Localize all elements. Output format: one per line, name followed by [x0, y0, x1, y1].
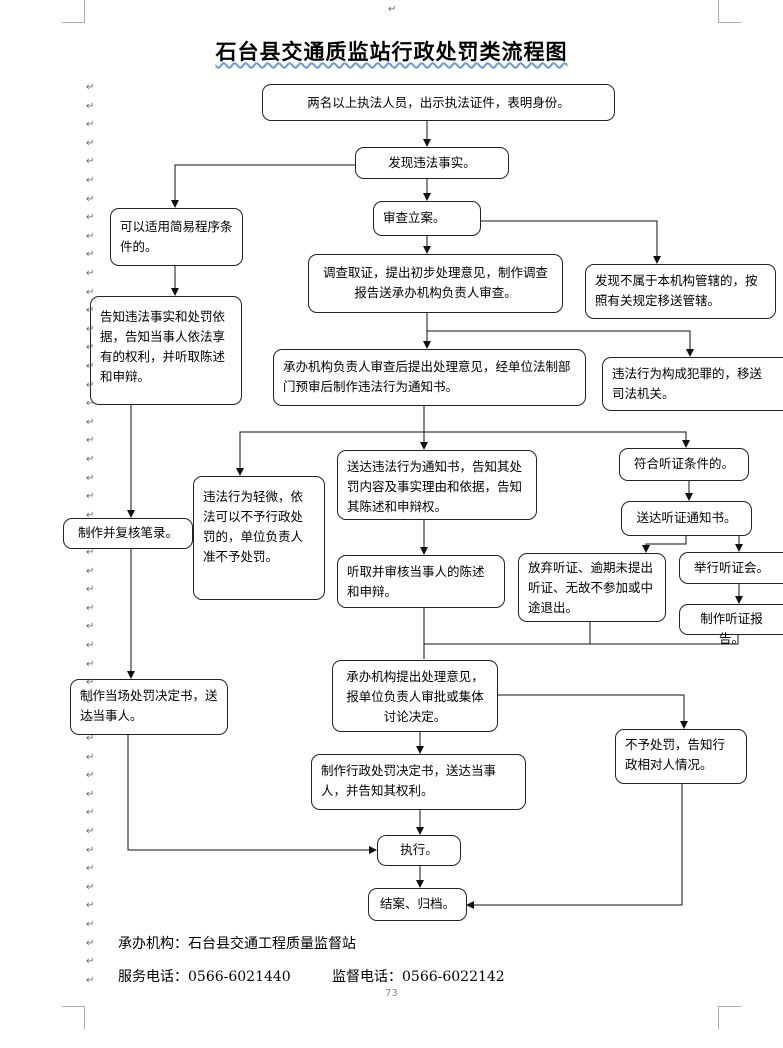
paragraph-mark: ↵: [86, 156, 95, 167]
paragraph-mark: ↵: [86, 268, 95, 279]
step-make-notice: 承办机构负责人审查后提出处理意见，经单位法制部门预审后制作违法行为通知书。: [273, 349, 586, 406]
step-review-filing: 审查立案。: [373, 201, 481, 236]
arrow-b20-b23: [127, 735, 377, 854]
footer-supervise-phone: 监督电话：0566-6022142: [332, 969, 505, 985]
paragraph-mark: ↵: [86, 770, 95, 781]
step-propose-decision: 承办机构提出处理意见，报单位负责人审批或集体讨论决定。: [332, 660, 498, 732]
paragraph-mark: ↵: [86, 194, 95, 205]
line-b15-merge: [424, 622, 591, 645]
paragraph-mark: ↵: [86, 361, 95, 372]
step-simple-procedure: 可以适用简易程序条件的。: [110, 208, 243, 266]
arrow-b8-b12: [424, 431, 690, 448]
crop-mark-bottom-left: [62, 1006, 85, 1029]
paragraph-mark: ↵: [86, 175, 95, 186]
paragraph-mark: ↵: [86, 212, 95, 223]
step-transfer-jurisdiction: 发现不属于本机构管辖的，按照有关规定移送管辖。: [585, 264, 776, 319]
footer-org: 承办机构：石台县交通工程质量监督站: [118, 936, 356, 952]
paragraph-mark: ↵: [86, 435, 95, 446]
paragraph-mark: ↵: [86, 603, 95, 614]
arrow-b21-b24: [466, 784, 683, 909]
crop-mark-top-left: [62, 0, 85, 23]
paragraph-mark: ↵: [86, 733, 95, 744]
paragraph-mark: ↵: [86, 547, 95, 558]
step-inform-rights: 告知违法事实和处罚依据，告知当事人依法享有的权利，并听取陈述和申辩。: [90, 296, 242, 405]
arrow-b4-b6: [481, 220, 661, 264]
step-no-penalty-inform: 不予处罚，告知行政相对人情况。: [615, 729, 747, 784]
paragraph-mark: ↵: [86, 510, 95, 521]
step-record-review: 制作并复核笔录。: [63, 518, 193, 549]
step-close-archive: 结案、归档。: [368, 888, 467, 921]
paragraph-mark: ↵: [86, 380, 95, 391]
paragraph-mark: ↵: [86, 696, 95, 707]
step-hearing-eligible: 符合听证条件的。: [619, 448, 749, 481]
paragraph-mark: ↵: [86, 231, 95, 242]
footer-service-phone: 服务电话：0566-6021440: [118, 969, 291, 985]
arrow-b5-b9: [427, 330, 694, 357]
paragraph-mark: ↵: [86, 789, 95, 800]
paragraph-mark: ↵: [86, 975, 95, 986]
step-waive-hearing: 放弃听证、逾期未提出听证、无故不参加或中途退出。: [518, 553, 666, 622]
paragraph-mark: ↵: [86, 528, 95, 539]
paragraph-mark: ↵: [86, 714, 95, 725]
paragraph-mark: ↵: [86, 659, 95, 670]
paragraph-mark: ↵: [86, 249, 95, 260]
paragraph-mark: ↵: [86, 342, 95, 353]
arrow-b2-b3: [171, 164, 355, 208]
paragraph-mark: ↵: [86, 752, 95, 763]
step-discover-violation: 发现违法事实。: [355, 147, 509, 179]
paragraph-mark: ↵: [86, 938, 95, 949]
step-hearing-report: 制作听证报告。: [679, 604, 783, 646]
paragraph-mark: ↵: [86, 398, 95, 409]
paragraph-mark: ↵: [86, 454, 95, 465]
line-b18-merge: [590, 635, 739, 645]
crop-mark-bottom-right: [718, 1006, 741, 1029]
page-title: 石台县交通质监站行政处罚类流程图: [215, 40, 568, 64]
step-hold-hearing: 举行听证会。: [679, 552, 783, 584]
paragraph-mark: ↵: [86, 82, 95, 93]
paragraph-mark: ↵: [86, 956, 95, 967]
paragraph-mark: ↵: [86, 101, 95, 112]
arrow-b14-b15: [642, 536, 687, 553]
step-onsite-decision: 制作当场处罚决定书，送达当事人。: [70, 679, 228, 735]
paragraph-mark: ↵: [86, 138, 95, 149]
paragraph-mark: ↵: [86, 584, 95, 595]
step-hearing-notice: 送达听证通知书。: [621, 501, 752, 536]
paragraph-mark: ↵: [86, 677, 95, 688]
arrow-b19-b21: [498, 694, 688, 729]
paragraph-mark: ↵: [86, 919, 95, 930]
paragraph-mark: ↵: [86, 845, 95, 856]
paragraph-mark: ↵: [86, 324, 95, 335]
step-serve-notice: 送达违法行为通知书，告知其处罚内容及事实理由和依据，告知其陈述和申辩权。: [337, 450, 537, 520]
page-number: 73: [385, 988, 398, 999]
paragraph-mark: ↵: [86, 900, 95, 911]
paragraph-mark: ↵: [388, 4, 397, 15]
step-penalty-decision: 制作行政处罚决定书，送达当事人，并告知其权利。: [311, 754, 526, 810]
paragraph-mark: ↵: [86, 287, 95, 298]
step-transfer-judicial: 违法行为构成犯罪的，移送司法机关。: [602, 357, 783, 411]
paragraph-mark: ↵: [86, 119, 95, 130]
paragraph-mark: ↵: [86, 566, 95, 577]
paragraph-mark: ↵: [86, 882, 95, 893]
crop-mark-top-right: [718, 0, 741, 23]
step-investigate: 调查取证，提出初步处理意见，制作调查报告送承办机构负责人审查。: [308, 254, 563, 313]
paragraph-mark: ↵: [86, 417, 95, 428]
paragraph-mark: ↵: [86, 640, 95, 651]
arrow-b8-b11: [236, 431, 424, 476]
step-execute: 执行。: [377, 835, 461, 866]
paragraph-mark: ↵: [86, 491, 95, 502]
paragraph-mark: ↵: [86, 473, 95, 484]
paragraph-mark: ↵: [86, 305, 95, 316]
paragraph-mark: ↵: [86, 826, 95, 837]
paragraph-mark: ↵: [86, 807, 95, 818]
paragraph-mark: ↵: [86, 863, 95, 874]
step-hear-defense: 听取并审核当事人的陈述和申辩。: [337, 555, 505, 608]
step-show-credentials: 两名以上执法人员，出示执法证件，表明身份。: [262, 84, 615, 121]
step-no-penalty-minor: 违法行为轻微，依法可以不予行政处罚的，单位负责人准不予处罚。: [193, 476, 325, 600]
paragraph-mark: ↵: [86, 621, 95, 632]
